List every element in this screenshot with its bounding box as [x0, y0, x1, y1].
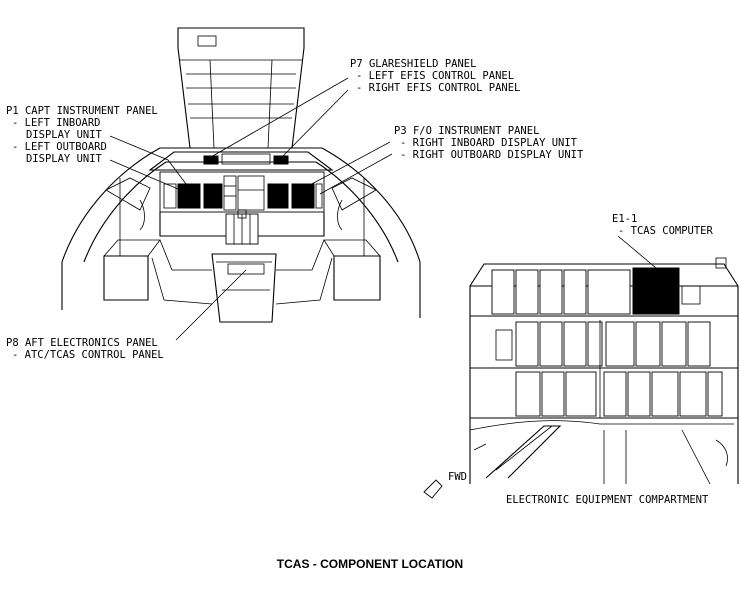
control-stand	[159, 209, 325, 245]
e11-title: E1-1	[612, 213, 637, 225]
leader-lines	[109, 77, 657, 341]
label-e11: E1-1 - TCAS COMPUTER	[612, 213, 714, 237]
e11-tcas-computer: - TCAS COMPUTER	[618, 225, 714, 237]
p1-left-inboard-du: DISPLAY UNIT	[26, 129, 103, 141]
p8-title: P8 AFT ELECTRONICS PANEL	[6, 337, 158, 349]
atc-tcas-control-panel	[227, 263, 265, 275]
ee-compartment-label: ELECTRONIC EQUIPMENT COMPARTMENT	[506, 494, 709, 506]
tcas-computer	[632, 267, 680, 315]
p3-right-inboard: - RIGHT INBOARD DISPLAY UNIT	[400, 137, 578, 149]
p1-left-inboard: - LEFT INBOARD	[12, 117, 101, 129]
p8-atc-tcas: - ATC/TCAS CONTROL PANEL	[12, 349, 164, 361]
overhead-panel	[177, 27, 305, 149]
rack-shelf-lower	[470, 320, 738, 419]
p3-title: P3 F/O INSTRUMENT PANEL	[394, 125, 539, 137]
cockpit-drawing	[61, 27, 421, 323]
p7-title: P7 GLARESHIELD PANEL	[350, 58, 476, 70]
p7-right-efis: - RIGHT EFIS CONTROL PANEL	[356, 82, 520, 94]
left-efis-control-panel	[203, 155, 219, 165]
right-outboard-display-unit	[291, 183, 315, 209]
p3-right-outboard: - RIGHT OUTBOARD DISPLAY UNIT	[400, 149, 584, 161]
figure-caption: TCAS - COMPONENT LOCATION	[277, 557, 463, 571]
label-p7: P7 GLARESHIELD PANEL - LEFT EFIS CONTROL…	[350, 58, 520, 94]
aft-electronics-panel	[211, 253, 277, 323]
label-p1: P1 CAPT INSTRUMENT PANEL - LEFT INBOARD …	[6, 105, 158, 165]
fwd-arrow: FWD	[423, 471, 467, 499]
fwd-label: FWD	[448, 471, 467, 483]
left-outboard-display-unit	[177, 183, 201, 209]
rack-shelf-upper	[470, 267, 738, 317]
right-inboard-display-unit	[267, 183, 289, 209]
ee-compartment-drawing	[469, 257, 739, 485]
p1-title: P1 CAPT INSTRUMENT PANEL	[6, 105, 158, 117]
p1-left-outboard: - LEFT OUTBOARD	[12, 141, 107, 153]
p7-left-efis: - LEFT EFIS CONTROL PANEL	[356, 70, 514, 82]
label-p3: P3 F/O INSTRUMENT PANEL - RIGHT INBOARD …	[394, 125, 584, 161]
left-inboard-display-unit	[203, 183, 223, 209]
label-p8: P8 AFT ELECTRONICS PANEL - ATC/TCAS CONT…	[6, 337, 164, 361]
right-efis-control-panel	[273, 155, 289, 165]
p1-left-outboard-du: DISPLAY UNIT	[26, 153, 103, 165]
seats	[103, 239, 381, 305]
rack-shelf-middle	[470, 321, 738, 369]
glareshield	[148, 151, 334, 171]
